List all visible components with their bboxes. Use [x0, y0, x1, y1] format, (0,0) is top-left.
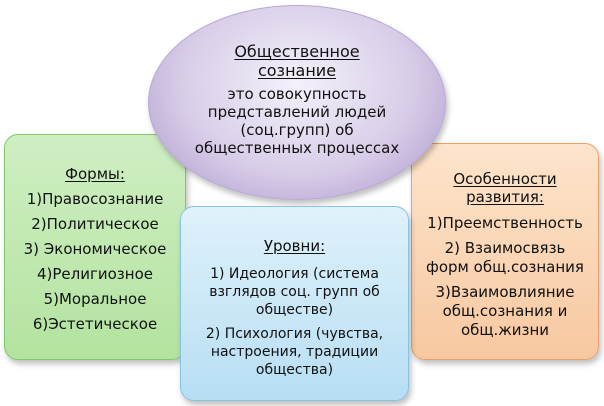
- forms-title: Формы:: [65, 165, 125, 183]
- levels-item-2: 2) Психология (чувства, настроения, трад…: [181, 325, 408, 379]
- center-title-line: Общественное: [234, 42, 360, 61]
- development-item-1: 1)Преемственность: [412, 214, 598, 233]
- forms-box: Формы: 1)Правосознание 2)Политическое 3)…: [4, 134, 186, 360]
- levels-item-1: 1) Идеология (система взглядов соц. груп…: [181, 265, 408, 319]
- forms-item: 5)Моральное: [43, 290, 147, 308]
- development-item-line: 3)Взаимовлияние: [435, 283, 575, 301]
- development-item-line: 2) Взаимосвязь: [444, 239, 566, 257]
- center-definition-line: общественных процессах: [194, 139, 400, 157]
- levels-title: Уровни:: [263, 237, 326, 255]
- levels-item-line: общества): [255, 362, 334, 378]
- center-definition-line: (соц.групп) об: [240, 121, 354, 139]
- development-title: Особенности развития:: [412, 170, 598, 206]
- center-definition-line: представлений людей: [207, 103, 387, 121]
- center-ellipse: Общественное сознание это совокупность п…: [148, 5, 446, 200]
- development-title-line: развития:: [466, 188, 544, 206]
- forms-item: 6)Эстетическое: [32, 315, 158, 333]
- development-item-line: форм общ.сознания: [426, 258, 584, 276]
- forms-item: 4)Религиозное: [36, 265, 153, 283]
- levels-item-line: 1) Идеология (система: [210, 266, 379, 282]
- development-item-3: 3)Взаимовлияние общ.сознания и общ.жизни: [412, 283, 598, 340]
- forms-item: 3) Экономическое: [23, 240, 167, 258]
- forms-item: 2)Политическое: [31, 215, 159, 233]
- levels-item-line: 2) Психология (чувства,: [205, 326, 384, 342]
- center-definition-line: это совокупность: [227, 85, 367, 103]
- center-definition: это совокупность представлений людей (со…: [149, 85, 445, 157]
- levels-item-line: взглядов соц. групп об: [209, 284, 380, 300]
- levels-item-line: настроения, традиции: [210, 344, 379, 360]
- development-box: Особенности развития: 1)Преемственность …: [411, 143, 599, 360]
- development-item-line: общ.сознания и: [442, 302, 568, 320]
- development-title-line: Особенности: [453, 170, 557, 188]
- development-item-2: 2) Взаимосвязь форм общ.сознания: [412, 239, 598, 277]
- development-item-line: 1)Преемственность: [427, 214, 583, 232]
- forms-item: 1)Правосознание: [26, 190, 164, 208]
- center-title-line: сознание: [257, 61, 337, 80]
- development-item-line: общ.жизни: [460, 321, 550, 339]
- levels-box: Уровни: 1) Идеология (система взглядов с…: [180, 206, 409, 401]
- levels-item-line: обществе): [255, 302, 334, 318]
- center-title: Общественное сознание: [149, 42, 445, 80]
